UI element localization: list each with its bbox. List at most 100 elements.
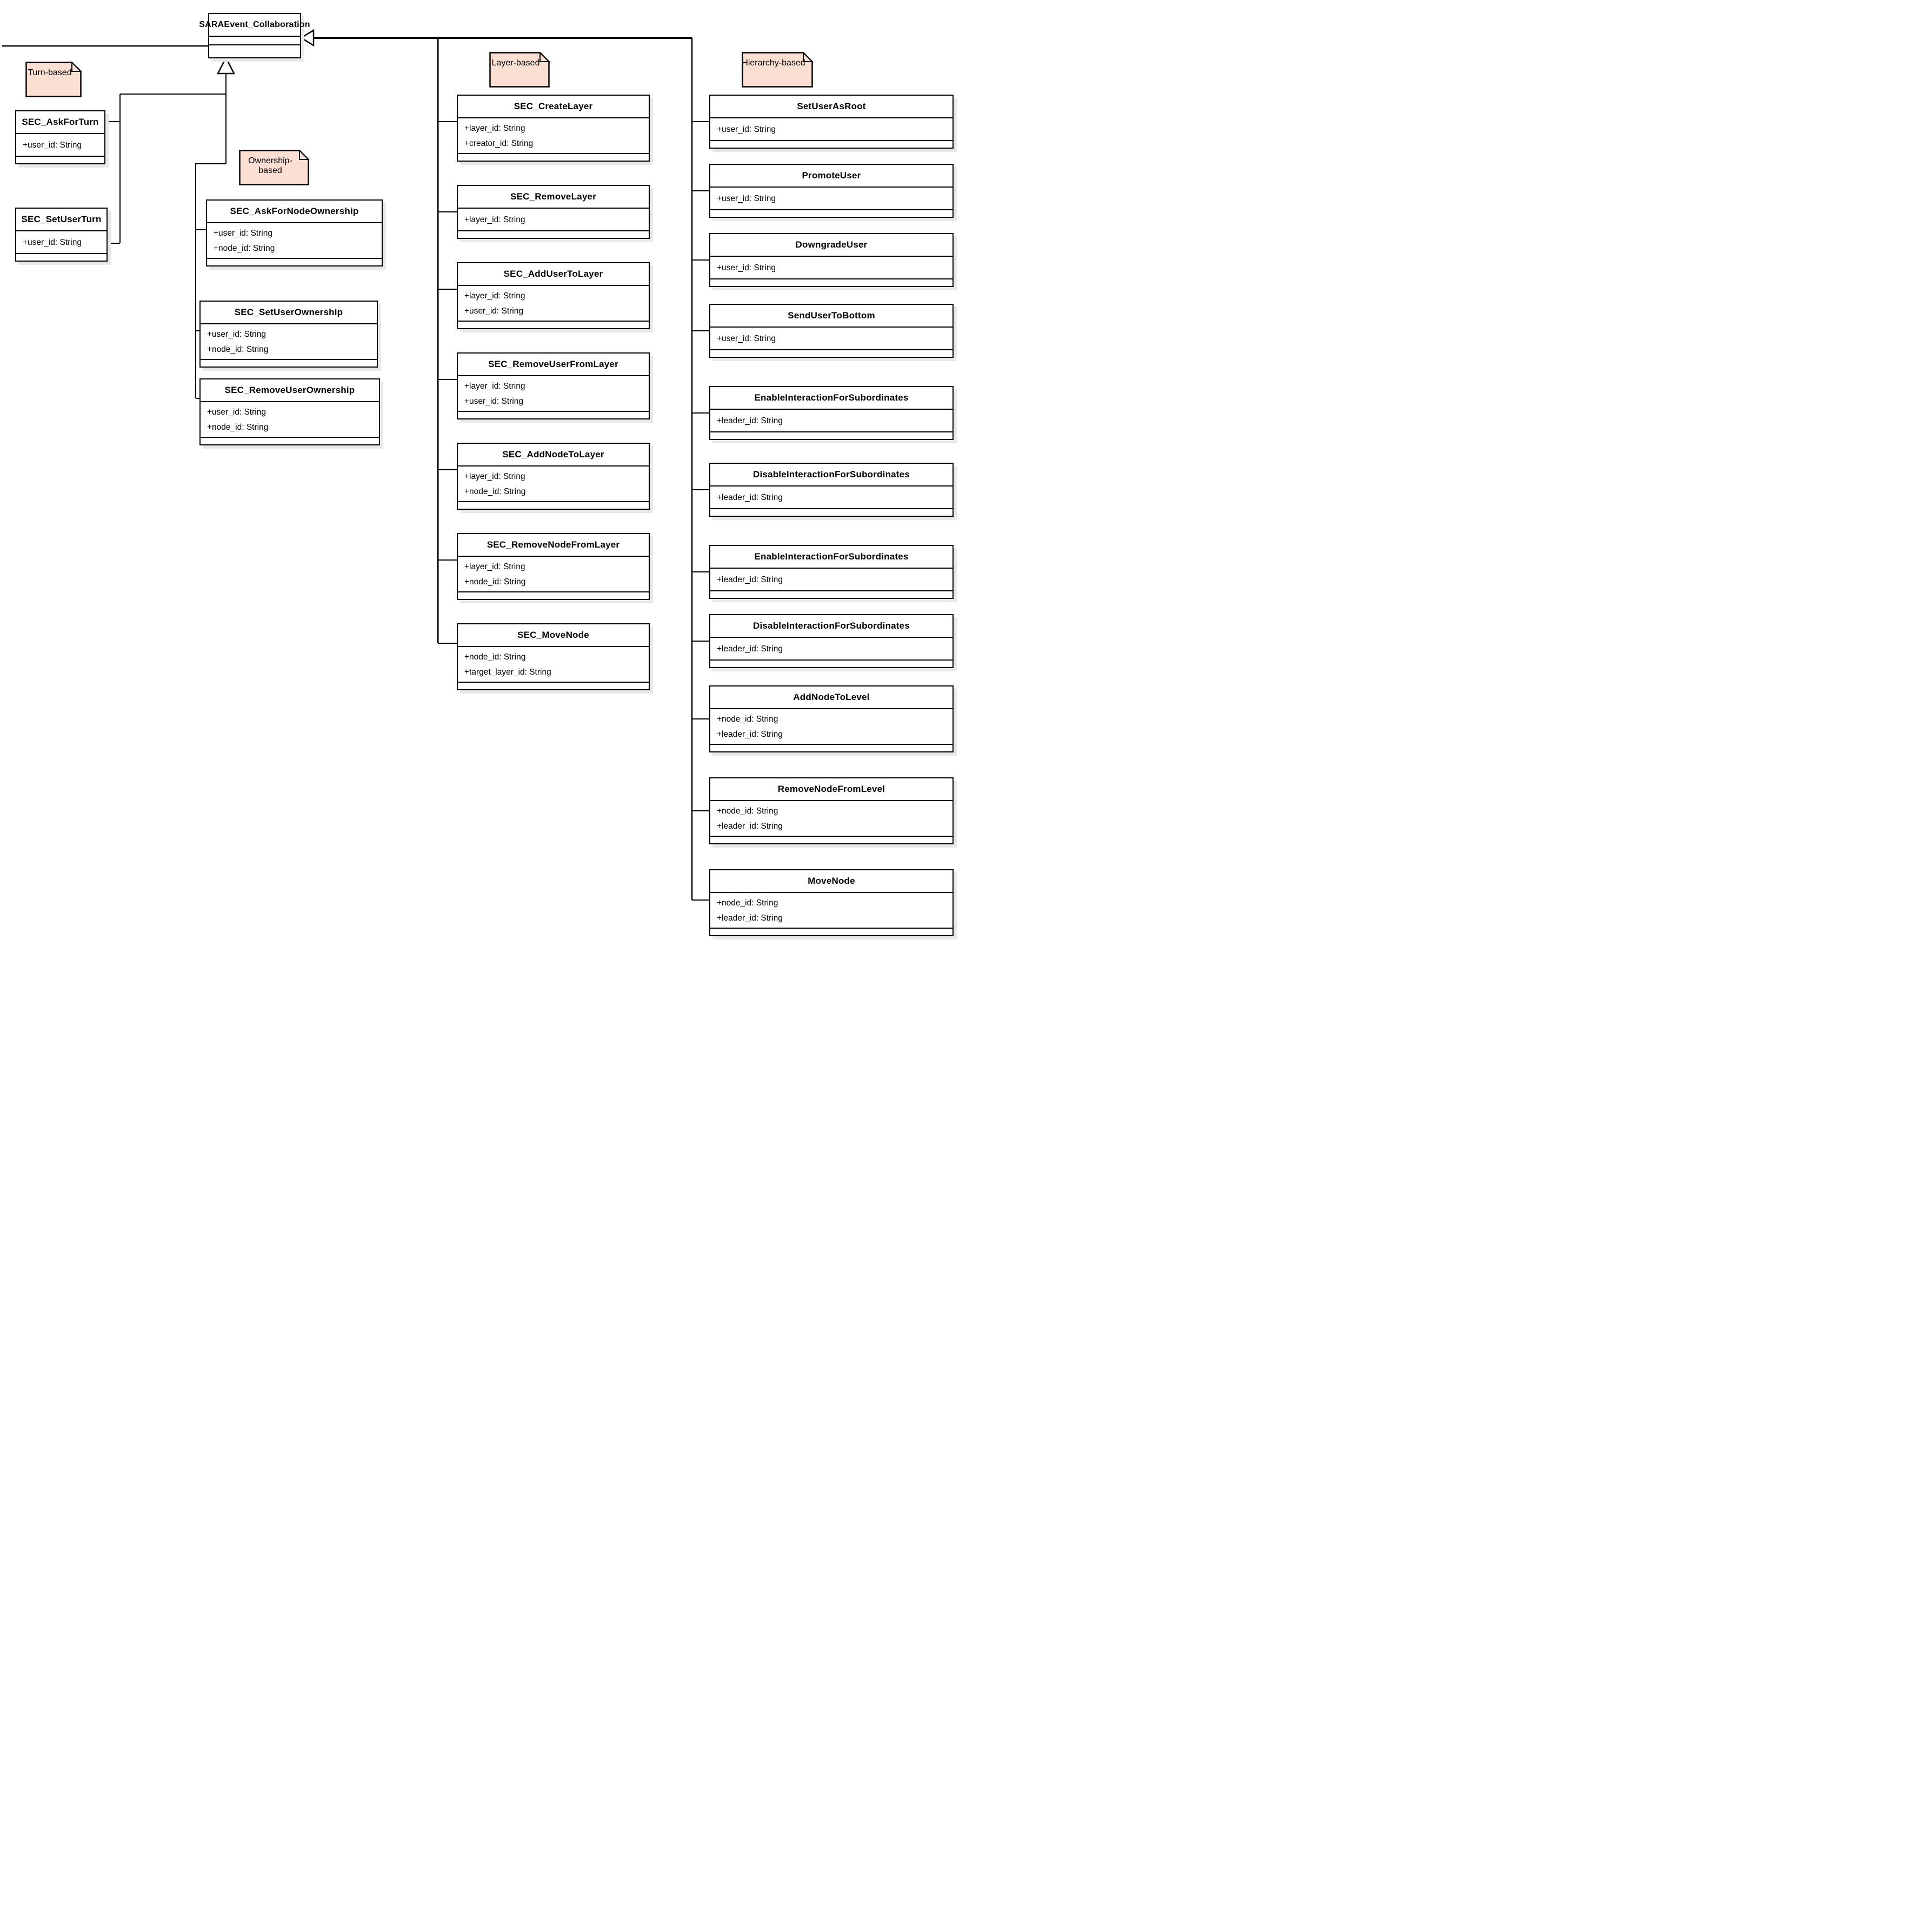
class-title: DowngradeUser xyxy=(710,234,952,257)
class-attributes: +layer_id: String +user_id: String xyxy=(458,286,649,321)
note-shape-icon xyxy=(742,52,813,88)
class-attributes: +layer_id: String +node_id: String xyxy=(458,557,649,591)
class-attribute: +layer_id: String xyxy=(464,471,525,481)
class-operations-empty xyxy=(710,431,952,439)
class-box-sec-addusertolayer: SEC_AddUserToLayer +layer_id: String +us… xyxy=(457,262,650,329)
class-attributes: +leader_id: String xyxy=(710,638,952,659)
class-attribute: +node_id: String xyxy=(464,577,526,587)
class-box-sec-createlayer: SEC_CreateLayer +layer_id: String +creat… xyxy=(457,95,650,162)
class-attributes: +user_id: String +node_id: String xyxy=(201,402,379,437)
class-operations-empty xyxy=(458,321,649,328)
class-title: AddNodeToLevel xyxy=(710,687,952,709)
class-box-sec-addnodetolayer: SEC_AddNodeToLayer +layer_id: String +no… xyxy=(457,443,650,510)
note-turn-based: Turn-based xyxy=(25,62,82,97)
note-label: Ownership-based xyxy=(248,156,292,175)
class-operations-empty xyxy=(710,928,952,935)
class-operations-empty xyxy=(710,209,952,217)
class-operations-empty xyxy=(710,744,952,751)
class-attributes: +layer_id: String +node_id: String xyxy=(458,466,649,501)
class-attribute: +user_id: String xyxy=(23,237,82,247)
class-box-sec-askfornodeownership: SEC_AskForNodeOwnership +user_id: String… xyxy=(206,199,383,266)
class-attributes: +layer_id: String +creator_id: String xyxy=(458,118,649,153)
class-operations-empty xyxy=(458,501,649,509)
class-operations-empty xyxy=(710,590,952,598)
ownership-trunk-line xyxy=(195,163,226,398)
class-title: SEC_RemoveUserOwnership xyxy=(201,379,379,402)
class-operations-empty xyxy=(710,659,952,667)
class-attribute: +layer_id: String xyxy=(464,123,525,133)
class-operations-empty xyxy=(710,836,952,843)
class-attribute: +user_id: String xyxy=(207,329,266,339)
class-box-disableinteractionforsubordinates-2: DisableInteractionForSubordinates +leade… xyxy=(709,614,954,668)
class-attributes: +layer_id: String xyxy=(458,209,649,230)
class-operations-empty xyxy=(710,508,952,516)
class-operations-empty xyxy=(201,437,379,444)
class-attribute: +node_id: String xyxy=(717,806,778,816)
class-attribute: +user_id: String xyxy=(23,140,82,150)
class-box-enableinteractionforsubordinates-2: EnableInteractionForSubordinates +leader… xyxy=(709,545,954,599)
class-title: MoveNode xyxy=(710,870,952,893)
class-attribute: +node_id: String xyxy=(717,714,778,724)
class-attribute: +leader_id: String xyxy=(717,729,783,739)
class-box-sec-removeuserownership: SEC_RemoveUserOwnership +user_id: String… xyxy=(199,378,380,445)
class-attributes: +user_id: String xyxy=(710,257,952,278)
class-box-addnodetolevel: AddNodeToLevel +node_id: String +leader_… xyxy=(709,685,954,752)
class-title: PromoteUser xyxy=(710,165,952,188)
ownership-branch-lines xyxy=(196,229,206,399)
class-attribute: +user_id: String xyxy=(717,194,776,203)
class-attributes: +user_id: String +node_id: String xyxy=(207,223,382,258)
class-attribute: +leader_id: String xyxy=(717,575,783,584)
class-title: SARAEvent_Collaboration xyxy=(199,20,310,29)
class-attributes: +leader_id: String xyxy=(710,487,952,508)
class-attribute: +user_id: String xyxy=(214,228,272,238)
class-title: RemoveNodeFromLevel xyxy=(710,778,952,801)
class-attributes: +leader_id: String xyxy=(710,569,952,590)
class-title: SendUserToBottom xyxy=(710,305,952,328)
class-attribute: +node_id: String xyxy=(214,243,275,253)
hierarchy-branch-lines xyxy=(692,121,709,901)
class-attributes: +node_id: String +target_layer_id: Strin… xyxy=(458,647,649,682)
class-box-sec-removelayer: SEC_RemoveLayer +layer_id: String xyxy=(457,185,650,239)
class-attribute: +layer_id: String xyxy=(464,381,525,391)
class-box-disableinteractionforsubordinates-1: DisableInteractionForSubordinates +leade… xyxy=(709,463,954,517)
class-operations-empty xyxy=(458,153,649,161)
note-label: Hierarchy-based xyxy=(742,58,805,68)
class-attribute: +node_id: String xyxy=(207,422,269,432)
class-title: SEC_SetUserTurn xyxy=(16,209,106,231)
class-attribute: +node_id: String xyxy=(464,652,526,662)
class-attributes: +user_id: String +node_id: String xyxy=(201,324,377,359)
class-attributes: +user_id: String xyxy=(710,118,952,140)
note-label: Turn-based xyxy=(28,68,72,77)
class-attribute: +layer_id: String xyxy=(464,215,525,224)
class-title: SEC_RemoveUserFromLayer xyxy=(458,354,649,376)
uml-class-diagram: SARAEvent_Collaboration Turn-based Owner… xyxy=(0,0,968,957)
class-attributes: +node_id: String +leader_id: String xyxy=(710,801,952,836)
class-box-setuserasroot: SetUserAsRoot +user_id: String xyxy=(709,95,954,149)
class-attributes: +user_id: String xyxy=(16,134,104,156)
class-box-sec-askforturn: SEC_AskForTurn +user_id: String xyxy=(15,110,105,164)
class-title: DisableInteractionForSubordinates xyxy=(710,464,952,487)
note-layer-based: Layer-based xyxy=(489,52,550,88)
class-operations-empty xyxy=(16,156,104,163)
class-title: SEC_RemoveLayer xyxy=(458,186,649,209)
class-attribute: +user_id: String xyxy=(464,396,523,406)
class-operations-empty xyxy=(201,359,377,366)
class-box-sendusertobottom: SendUserToBottom +user_id: String xyxy=(709,304,954,358)
note-label: Layer-based xyxy=(491,58,540,68)
class-attribute: +layer_id: String xyxy=(464,562,525,571)
inheritance-triangle-up-icon xyxy=(216,56,236,75)
note-shape-icon xyxy=(239,150,309,185)
class-box-sec-removenodefromlayer: SEC_RemoveNodeFromLayer +layer_id: Strin… xyxy=(457,533,650,600)
class-box-movenode: MoveNode +node_id: String +leader_id: St… xyxy=(709,869,954,936)
class-box-sec-setuserownership: SEC_SetUserOwnership +user_id: String +n… xyxy=(199,301,378,368)
class-attributes: +user_id: String xyxy=(16,231,106,253)
class-title: SEC_CreateLayer xyxy=(458,96,649,118)
class-attributes: +layer_id: String +user_id: String xyxy=(458,376,649,411)
class-box-sec-movenode: SEC_MoveNode +node_id: String +target_la… xyxy=(457,623,650,690)
class-empty-compartment xyxy=(209,36,300,44)
class-attribute: +node_id: String xyxy=(717,898,778,908)
class-title: SetUserAsRoot xyxy=(710,96,952,118)
class-box-removenodefromlevel: RemoveNodeFromLevel +node_id: String +le… xyxy=(709,777,954,844)
class-attribute: +leader_id: String xyxy=(717,913,783,923)
class-attributes: +node_id: String +leader_id: String xyxy=(710,709,952,744)
